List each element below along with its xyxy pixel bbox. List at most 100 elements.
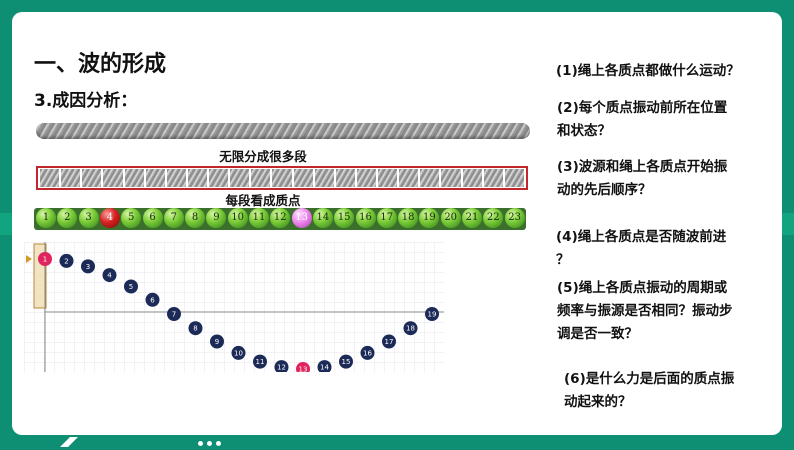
caption-points: 每段看成质点 [225, 193, 301, 208]
rope-segment [209, 169, 229, 187]
rope-segment [272, 169, 292, 187]
rope-segment [251, 169, 271, 187]
wave-particle [167, 307, 181, 321]
particle-ball: 6 [142, 208, 163, 228]
rope-segment [145, 169, 165, 187]
question-item: (6)是什么力是后面的质点振动起来的？ [564, 368, 734, 414]
wave-particle [274, 360, 289, 372]
particle-ball: 4 [99, 208, 120, 228]
bottom-strip [120, 435, 794, 447]
question-line: 频率与振源是否相同？振动步 [557, 303, 733, 319]
particle-ball: 5 [121, 208, 142, 228]
question-line: 动起来的？ [564, 394, 632, 410]
particle-ball: 23 [504, 208, 525, 228]
wave-particle-label: 8 [193, 325, 197, 333]
question-line: ？ [556, 252, 570, 268]
section-subtitle: 3.成因分析： [34, 91, 138, 111]
left-tab-decoration [0, 213, 12, 235]
wave-particle-label: 4 [107, 272, 112, 280]
particle-ball: 14 [312, 208, 333, 228]
wave-particle [210, 334, 224, 349]
particle-ball: 9 [206, 208, 227, 228]
corner-decoration [60, 435, 170, 447]
rope-segment [504, 169, 524, 187]
rope-segment [441, 169, 461, 187]
particle-ball: 2 [57, 208, 78, 228]
rope-segment [230, 169, 250, 187]
particle-ball: 21 [462, 208, 482, 228]
particle-ball: 11 [249, 208, 269, 228]
rope-segment [399, 169, 419, 187]
wave-particle [231, 345, 246, 360]
wave-particle [81, 259, 95, 274]
wave-particle [382, 334, 396, 349]
right-tab-decoration [782, 213, 794, 235]
question-item: (2)每个质点振动前所在位置和状态？ [557, 97, 727, 143]
segmented-rope [36, 166, 528, 190]
wave-particle-label: 3 [86, 263, 90, 271]
wave-particle-label: 9 [215, 338, 219, 346]
rope-segment [378, 169, 398, 187]
rope-segment [124, 169, 144, 187]
particle-ball: 15 [334, 208, 355, 228]
wave-particle-label: 10 [234, 349, 243, 357]
particle-ball: 19 [419, 208, 440, 228]
particle-ball: 1 [36, 208, 56, 228]
rope-segment [420, 169, 440, 187]
wave-particle [403, 321, 418, 336]
particle-ball: 22 [483, 208, 504, 228]
wave-particle-label: 11 [256, 358, 265, 366]
wave-particle [339, 354, 353, 369]
rope-segment [483, 169, 503, 187]
question-item: (3)波源和绳上各质点开始振动的先后顺序？ [557, 156, 727, 202]
rope-segment [103, 169, 123, 187]
rope-segment [187, 169, 207, 187]
rope-segment [293, 169, 313, 187]
wave-particle-label: 17 [385, 338, 394, 346]
wave-particle [425, 307, 439, 321]
wave-particle-label: 13 [299, 366, 308, 373]
rope-segment [166, 169, 186, 187]
wave-particle [296, 362, 310, 372]
rope-image [36, 123, 530, 139]
question-line: (3)波源和绳上各质点开始振 [557, 159, 728, 175]
wave-particle [124, 279, 138, 294]
source-marker-icon [26, 255, 32, 263]
rope-segment [314, 169, 334, 187]
particle-ball: 3 [78, 208, 99, 228]
top-bar [0, 0, 794, 12]
wave-particle-label: 7 [172, 311, 176, 319]
wave-particle [317, 360, 332, 372]
question-item: (1)绳上各质点都做什么运动？ [556, 60, 740, 83]
wave-particle-label: 19 [428, 311, 437, 319]
wave-particle [145, 292, 160, 307]
question-line: (2)每个质点振动前所在位置 [557, 100, 728, 116]
wave-particle-label: 15 [342, 358, 351, 366]
wave-particle-label: 12 [277, 364, 286, 372]
wave-particle-label: 6 [150, 296, 155, 304]
wave-particle-label: 2 [64, 257, 68, 265]
wave-particle [360, 345, 375, 360]
rope-segment [61, 169, 81, 187]
wave-particle [38, 252, 52, 266]
wave-particle [59, 253, 74, 268]
question-line: (6)是什么力是后面的质点振 [564, 371, 735, 387]
particle-ball: 20 [440, 208, 461, 228]
wave-particle-label: 14 [320, 364, 329, 372]
rope-segment [335, 169, 355, 187]
rope-segment [82, 169, 102, 187]
particle-ball: 16 [355, 208, 376, 228]
rope-segment [462, 169, 482, 187]
wave-particle [188, 321, 203, 336]
question-item: (5)绳上各质点振动的周期或频率与振源是否相同？振动步调是否一致？ [557, 277, 733, 346]
page-title: 一、波的形成 [34, 52, 167, 77]
question-line: 和状态？ [557, 123, 611, 139]
wave-particle [102, 268, 117, 283]
particle-ball: 7 [163, 208, 184, 228]
question-line: (4)绳上各质点是否随波前进 [556, 229, 727, 245]
wave-particle-label: 18 [406, 325, 415, 333]
question-line: 调是否一致？ [557, 326, 638, 342]
question-item: (4)绳上各质点是否随波前进 ？ [556, 226, 726, 272]
